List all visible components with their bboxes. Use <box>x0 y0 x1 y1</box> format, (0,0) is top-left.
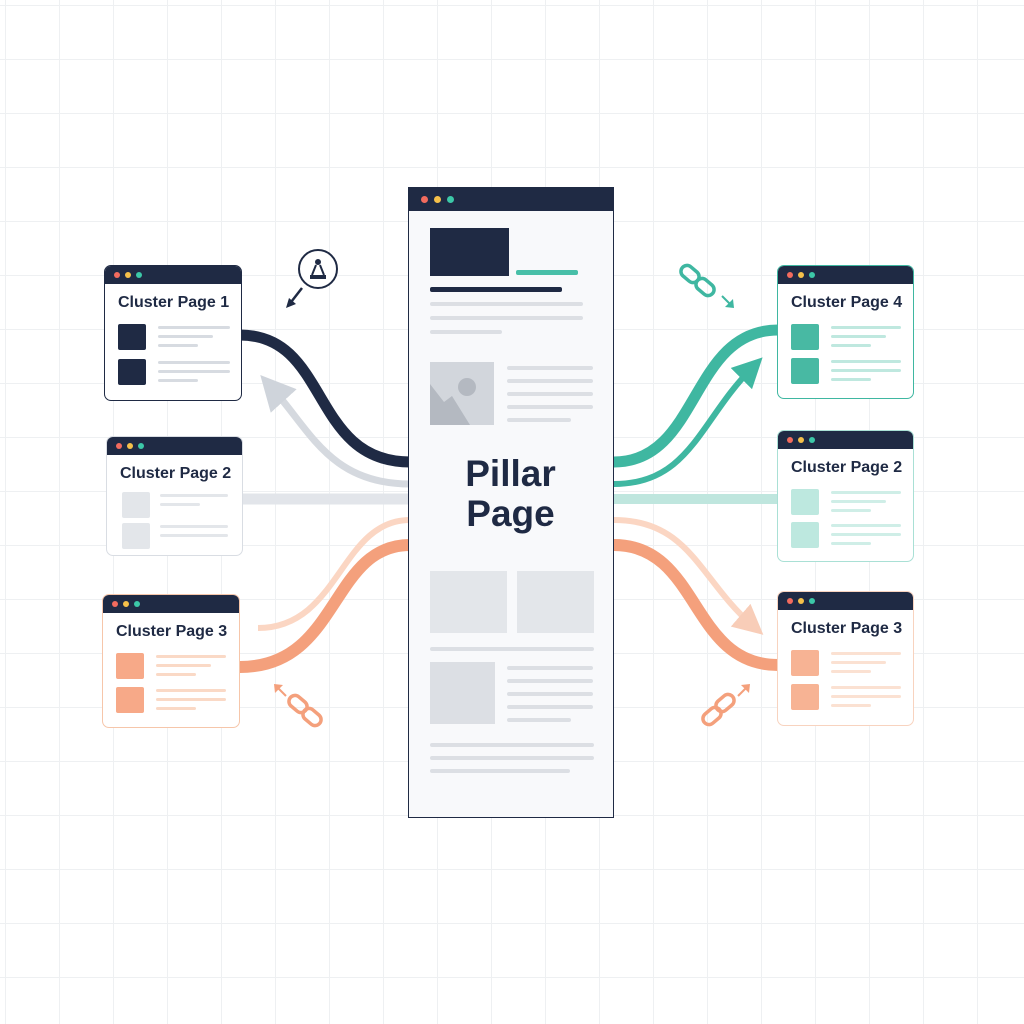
content-block <box>791 324 819 350</box>
connector-cluster3-right-thin <box>613 517 764 635</box>
image-placeholder <box>430 362 494 425</box>
content-block <box>116 653 144 679</box>
text-line <box>507 405 593 409</box>
text-lines <box>831 524 901 551</box>
text-line <box>507 366 593 370</box>
content-block <box>118 359 146 385</box>
text-lines <box>156 689 226 716</box>
text-line <box>507 392 593 396</box>
cluster-page-2-window: Cluster Page 2 <box>106 436 243 556</box>
text-lines <box>831 491 901 518</box>
hero-block <box>430 228 509 276</box>
content-block <box>430 571 507 633</box>
text-line <box>430 647 594 651</box>
text-line <box>430 756 594 760</box>
content-block <box>122 523 150 549</box>
content-block <box>791 489 819 515</box>
text-lines <box>831 686 901 713</box>
text-lines <box>158 361 230 388</box>
text-lines <box>831 360 901 387</box>
connector-cluster3-thick <box>239 539 411 673</box>
content-block <box>791 522 819 548</box>
content-block <box>791 358 819 384</box>
text-line <box>507 692 593 696</box>
window-titlebar <box>107 437 242 455</box>
image-icon <box>430 378 476 425</box>
connector-cluster1-thick <box>234 329 416 468</box>
text-line <box>430 743 594 747</box>
content-block <box>791 650 819 676</box>
text-line <box>430 330 502 334</box>
text-lines <box>831 326 901 353</box>
content-block <box>430 662 495 724</box>
text-line <box>507 705 593 709</box>
cluster-page-3-window: Cluster Page 3 <box>102 594 240 728</box>
text-line <box>507 666 593 670</box>
text-line <box>507 679 593 683</box>
connector-cluster1-return <box>260 375 411 488</box>
link-icon <box>701 684 750 727</box>
cluster-page-title: Cluster Page 4 <box>791 294 903 311</box>
text-line <box>507 718 571 722</box>
connector-cluster3-right-thick <box>613 539 779 671</box>
pin-icon <box>286 249 338 308</box>
text-line <box>430 302 583 306</box>
text-lines <box>158 326 230 353</box>
window-titlebar <box>103 595 239 613</box>
text-line <box>430 769 570 773</box>
text-lines <box>156 655 226 682</box>
connector-cluster4-thin <box>613 357 763 487</box>
cluster-page-title: Cluster Page 3 <box>116 623 228 640</box>
cluster-page-title: Cluster Page 3 <box>791 620 903 637</box>
text-lines <box>160 494 228 512</box>
connector-cluster4-thick <box>613 324 779 468</box>
content-block <box>517 571 594 633</box>
content-block <box>116 687 144 713</box>
accent-line <box>516 270 578 275</box>
link-icon <box>679 263 734 308</box>
pillar-page-title: Pillar Page <box>409 454 612 534</box>
window-titlebar <box>778 431 913 449</box>
cluster-page-title: Cluster Page 1 <box>118 294 230 311</box>
text-line <box>507 418 571 422</box>
cluster-page-title: Cluster Page 2 <box>791 459 903 476</box>
window-titlebar <box>778 592 913 610</box>
connector-cluster3-thin <box>257 517 411 631</box>
cluster-page-4-window: Cluster Page 4 <box>777 265 914 399</box>
cluster-page-2-right-window: Cluster Page 2 <box>777 430 914 562</box>
content-block <box>122 492 150 518</box>
link-icon <box>274 684 323 728</box>
pillar-title-line-2: Page <box>466 493 555 534</box>
window-titlebar <box>409 188 613 211</box>
heading-line <box>430 287 562 292</box>
text-lines <box>831 652 901 679</box>
content-block <box>791 684 819 710</box>
cluster-page-1-window: Cluster Page 1 <box>104 265 242 401</box>
text-line <box>507 379 593 383</box>
window-titlebar <box>105 266 241 284</box>
pillar-title-line-1: Pillar <box>465 453 556 494</box>
window-titlebar <box>778 266 913 284</box>
text-lines <box>160 525 228 543</box>
pillar-page-window: Pillar Page <box>408 187 614 818</box>
cluster-page-title: Cluster Page 2 <box>120 465 232 482</box>
content-block <box>118 324 146 350</box>
cluster-page-3-right-window: Cluster Page 3 <box>777 591 914 726</box>
text-line <box>430 316 583 320</box>
